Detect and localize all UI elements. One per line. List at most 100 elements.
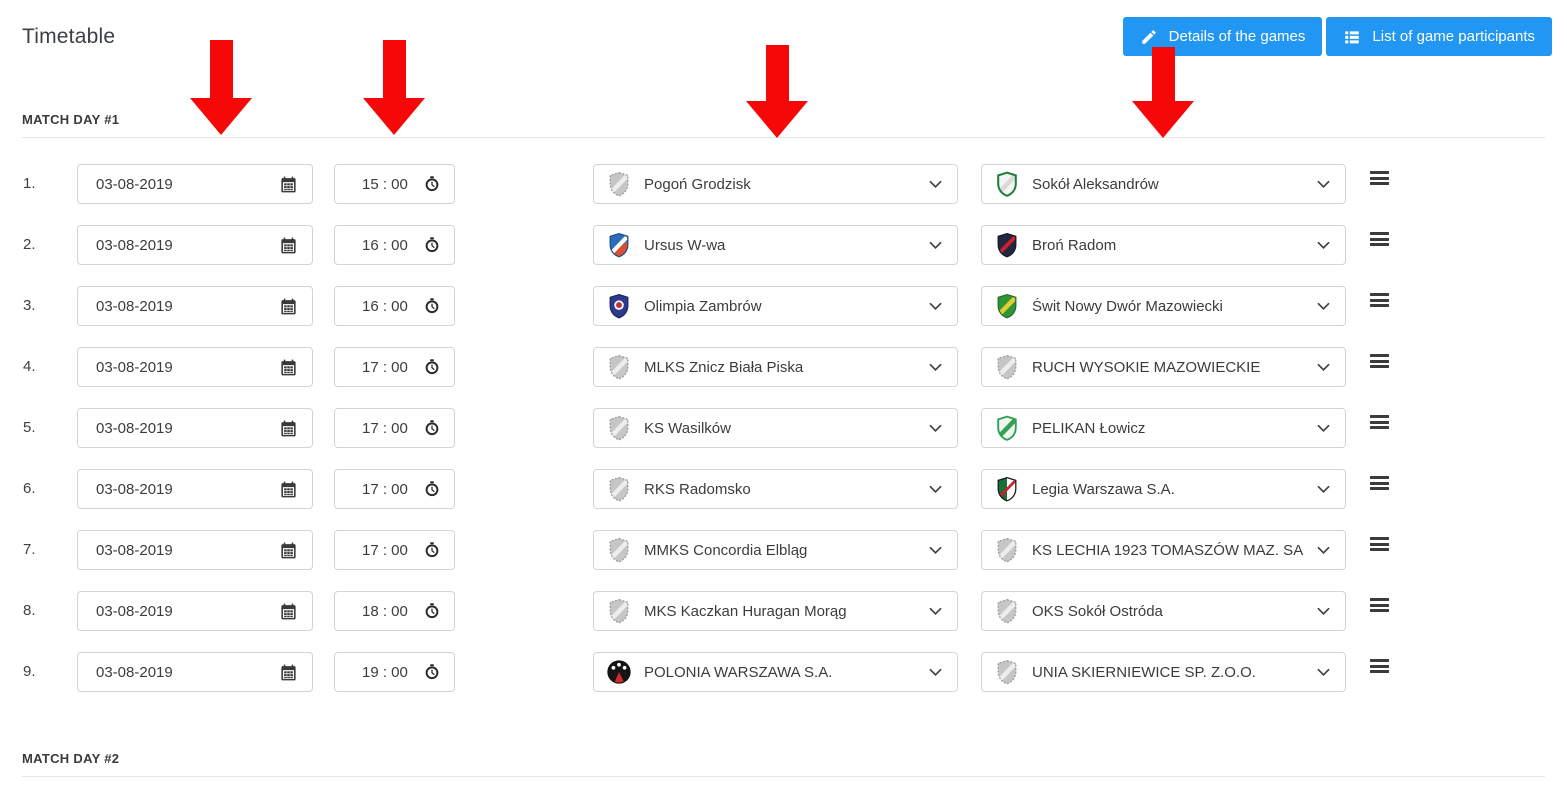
home-team-name: MMKS Concordia Elbląg	[644, 541, 808, 559]
home-team-select[interactable]: POLONIA WARSZAWA S.A.	[593, 652, 958, 692]
list-of-participants-button[interactable]: List of game participants	[1326, 17, 1552, 56]
home-club-crest-icon	[607, 232, 631, 258]
home-team-select[interactable]: RKS Radomsko	[593, 469, 958, 509]
drag-handle-icon[interactable]	[1370, 232, 1389, 249]
calendar-icon[interactable]	[279, 663, 298, 682]
away-team-name: KS LECHIA 1923 TOMASZÓW MAZ. SA	[1032, 541, 1304, 559]
away-team-select[interactable]: Sokół Aleksandrów	[981, 164, 1346, 204]
chevron-down-icon	[929, 668, 942, 677]
drag-handle-icon[interactable]	[1370, 659, 1389, 676]
match-row: 7. 03-08-2019 17 : 00 MMKS Concordia Elb…	[22, 530, 1545, 570]
time-input[interactable]: 19 : 00	[334, 652, 455, 692]
time-input[interactable]: 17 : 00	[334, 469, 455, 509]
away-team-name: PELIKAN Łowicz	[1032, 419, 1146, 437]
away-team-name: Legia Warszawa S.A.	[1032, 480, 1175, 498]
clock-icon[interactable]	[423, 175, 441, 193]
clock-icon[interactable]	[423, 358, 441, 376]
date-input[interactable]: 03-08-2019	[77, 286, 313, 326]
time-input[interactable]: 16 : 00	[334, 225, 455, 265]
time-input[interactable]: 16 : 00	[334, 286, 455, 326]
drag-handle-icon[interactable]	[1370, 476, 1389, 493]
away-team-name: OKS Sokół Ostróda	[1032, 602, 1163, 620]
home-team-select[interactable]: Ursus W-wa	[593, 225, 958, 265]
chevron-down-icon	[1317, 424, 1330, 433]
match-row: 3. 03-08-2019 16 : 00 Olimpia Zambrów Św…	[22, 286, 1545, 326]
time-value: 18 : 00	[362, 602, 408, 620]
time-input[interactable]: 17 : 00	[334, 347, 455, 387]
row-number: 4.	[23, 358, 36, 375]
home-team-name: MKS Kaczkan Huragan Morąg	[644, 602, 847, 620]
calendar-icon[interactable]	[279, 358, 298, 377]
home-team-select[interactable]: MKS Kaczkan Huragan Morąg	[593, 591, 958, 631]
list-icon	[1343, 28, 1361, 46]
time-input[interactable]: 17 : 00	[334, 408, 455, 448]
date-input[interactable]: 03-08-2019	[77, 469, 313, 509]
home-club-crest-icon	[607, 293, 631, 319]
away-team-select[interactable]: RUCH WYSOKIE MAZOWIECKIE	[981, 347, 1346, 387]
clock-icon[interactable]	[423, 602, 441, 620]
time-input[interactable]: 18 : 00	[334, 591, 455, 631]
date-input[interactable]: 03-08-2019	[77, 347, 313, 387]
clock-icon[interactable]	[423, 541, 441, 559]
clock-icon[interactable]	[423, 480, 441, 498]
away-team-select[interactable]: KS LECHIA 1923 TOMASZÓW MAZ. SA	[981, 530, 1346, 570]
drag-handle-icon[interactable]	[1370, 354, 1389, 371]
chevron-down-icon	[1317, 546, 1330, 555]
drag-handle-icon[interactable]	[1370, 293, 1389, 310]
chevron-down-icon	[1317, 607, 1330, 616]
calendar-icon[interactable]	[279, 602, 298, 621]
home-team-select[interactable]: MLKS Znicz Biała Piska	[593, 347, 958, 387]
calendar-icon[interactable]	[279, 175, 298, 194]
date-value: 03-08-2019	[96, 297, 173, 315]
time-input[interactable]: 15 : 00	[334, 164, 455, 204]
date-input[interactable]: 03-08-2019	[77, 530, 313, 570]
date-input[interactable]: 03-08-2019	[77, 652, 313, 692]
home-team-select[interactable]: KS Wasilków	[593, 408, 958, 448]
red-arrow-annotation	[363, 40, 425, 135]
calendar-icon[interactable]	[279, 480, 298, 499]
away-team-select[interactable]: OKS Sokół Ostróda	[981, 591, 1346, 631]
date-input[interactable]: 03-08-2019	[77, 164, 313, 204]
away-team-select[interactable]: Legia Warszawa S.A.	[981, 469, 1346, 509]
row-number: 8.	[23, 602, 36, 619]
home-team-select[interactable]: Olimpia Zambrów	[593, 286, 958, 326]
drag-handle-icon[interactable]	[1370, 537, 1389, 554]
date-input[interactable]: 03-08-2019	[77, 225, 313, 265]
clock-icon[interactable]	[423, 236, 441, 254]
row-number: 7.	[23, 541, 36, 558]
clock-icon[interactable]	[423, 663, 441, 681]
calendar-icon[interactable]	[279, 297, 298, 316]
drag-handle-icon[interactable]	[1370, 415, 1389, 432]
red-arrow-annotation	[190, 40, 252, 135]
away-team-select[interactable]: PELIKAN Łowicz	[981, 408, 1346, 448]
date-value: 03-08-2019	[96, 236, 173, 254]
away-club-crest-icon	[995, 476, 1019, 502]
time-input[interactable]: 17 : 00	[334, 530, 455, 570]
clock-icon[interactable]	[423, 419, 441, 437]
matchday-1-label: MATCH DAY #1	[22, 112, 120, 127]
home-team-select[interactable]: MMKS Concordia Elbląg	[593, 530, 958, 570]
calendar-icon[interactable]	[279, 236, 298, 255]
date-value: 03-08-2019	[96, 602, 173, 620]
away-team-select[interactable]: UNIA SKIERNIEWICE SP. Z.O.O.	[981, 652, 1346, 692]
home-club-crest-icon	[607, 660, 631, 684]
row-number: 2.	[23, 236, 36, 253]
away-team-select[interactable]: Świt Nowy Dwór Mazowiecki	[981, 286, 1346, 326]
drag-handle-icon[interactable]	[1370, 598, 1389, 615]
toolbar: Details of the games List of game partic…	[1122, 17, 1552, 56]
home-club-crest-icon	[607, 598, 631, 624]
match-row: 9. 03-08-2019 19 : 00 POLONIA WARSZAWA S…	[22, 652, 1545, 692]
drag-handle-icon[interactable]	[1370, 171, 1389, 188]
away-team-select[interactable]: Broń Radom	[981, 225, 1346, 265]
chevron-down-icon	[1317, 302, 1330, 311]
calendar-icon[interactable]	[279, 541, 298, 560]
home-team-name: Ursus W-wa	[644, 236, 726, 254]
clock-icon[interactable]	[423, 297, 441, 315]
date-input[interactable]: 03-08-2019	[77, 591, 313, 631]
time-value: 16 : 00	[362, 297, 408, 315]
home-team-select[interactable]: Pogoń Grodzisk	[593, 164, 958, 204]
away-club-crest-icon	[995, 354, 1019, 380]
date-value: 03-08-2019	[96, 175, 173, 193]
date-input[interactable]: 03-08-2019	[77, 408, 313, 448]
calendar-icon[interactable]	[279, 419, 298, 438]
